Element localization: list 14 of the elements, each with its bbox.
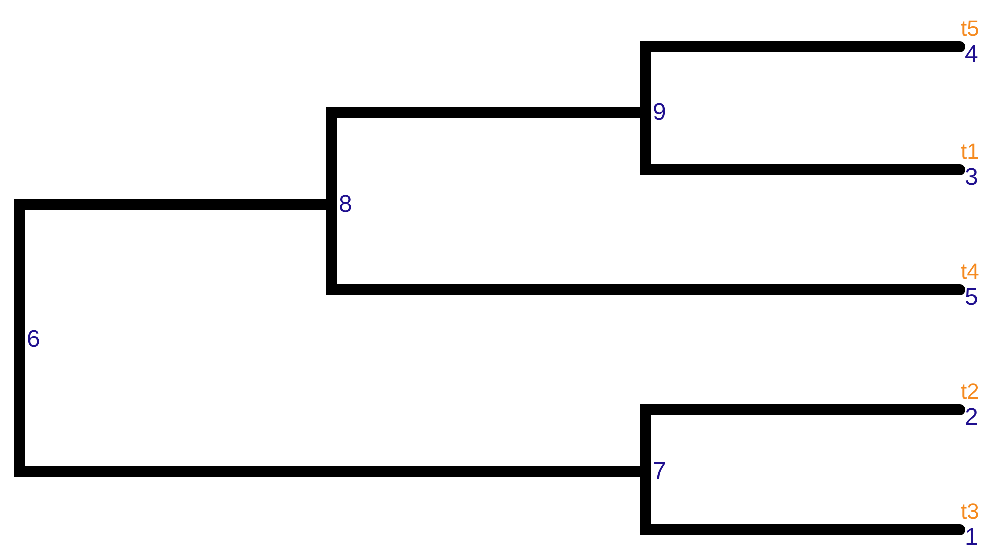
node-number: 6 xyxy=(27,326,40,353)
tip-label: t5 xyxy=(961,17,980,41)
node-number: 8 xyxy=(339,191,352,218)
tip-label: t2 xyxy=(961,380,980,404)
node-number: 7 xyxy=(653,458,666,485)
tip-label: t3 xyxy=(961,500,980,524)
node-number: 4 xyxy=(965,42,978,68)
node-number: 1 xyxy=(965,525,978,551)
node-number: 5 xyxy=(965,285,978,311)
node-number: 9 xyxy=(653,99,666,126)
tip-label: t1 xyxy=(961,140,980,164)
node-number: 2 xyxy=(965,405,978,431)
tip-label: t4 xyxy=(961,260,980,284)
node-number: 3 xyxy=(965,165,978,191)
